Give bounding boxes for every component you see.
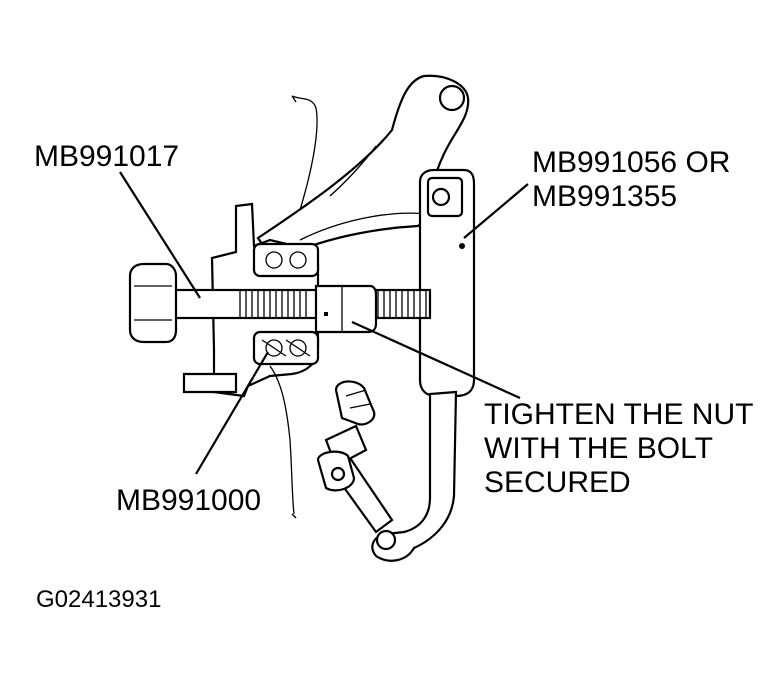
upper-pivot-hole (438, 84, 466, 112)
instruction-line-3: SECURED (484, 466, 631, 499)
label-mb991056: MB991056 OR (532, 146, 731, 179)
label-mb991355: MB991355 (532, 180, 678, 213)
dust-shield-edge (269, 365, 295, 515)
leader-mb991056 (463, 183, 529, 239)
tool-bolt-head-left (128, 262, 178, 344)
figure-code: G02413931 (36, 586, 162, 613)
tool-nut (314, 284, 378, 334)
lower-bearing (252, 330, 320, 366)
shaft-threads (239, 290, 427, 318)
tool-lower-arm (371, 390, 458, 562)
bracket-stub (182, 372, 238, 394)
instruction-line-1: TIGHTEN THE NUT (484, 398, 754, 431)
label-mb991000: MB991000 (116, 484, 262, 517)
label-mb991017: MB991017 (34, 140, 180, 173)
leader-mb991017 (119, 171, 201, 299)
leader-nut (351, 320, 521, 400)
tool-mb991056-plate (418, 168, 476, 398)
upper-bearing (252, 242, 320, 278)
tool-shaft (164, 288, 432, 320)
instruction-line-2: WITH THE BOLT (484, 432, 713, 465)
leader-mb991000 (195, 351, 269, 475)
